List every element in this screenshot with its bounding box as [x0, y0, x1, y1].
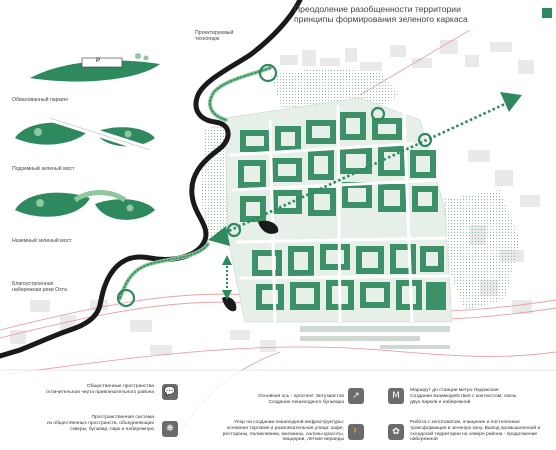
leaf-icon: ✿	[388, 424, 404, 440]
legend-river-work: Работа с зелотоватом, очищение и постепе…	[410, 420, 541, 443]
south-strip-buildings	[300, 326, 450, 349]
title-line-1: Преодоление разобщенности территории	[294, 4, 461, 14]
vignette-surface-bridge	[15, 190, 155, 220]
main-axis-arrow	[208, 92, 522, 246]
river-okhta	[0, 0, 303, 359]
district-streets	[229, 104, 451, 323]
vignette-parking	[30, 53, 160, 82]
title-color-badge	[542, 8, 552, 18]
district-courtyards	[244, 118, 438, 304]
node-rings	[116, 63, 433, 308]
legend-main-axis: Основная ось - проспект Энтузиастов Созд…	[257, 394, 344, 405]
district-buildings	[238, 112, 446, 310]
vertical-link-arrow	[222, 255, 232, 300]
black-pond-2	[222, 296, 237, 312]
metro-icon: M	[388, 388, 404, 404]
embankment-dotted-line	[119, 67, 271, 299]
label-parking: Обвалованный паркинг	[12, 97, 69, 103]
label-technopark: Проектируемый технопарк	[195, 30, 234, 42]
diagonal-arrow-icon: ↗	[348, 388, 364, 404]
legend-spatial-system: Пространственная система из общественных…	[47, 415, 154, 432]
vignette-underground-bridge	[15, 114, 155, 154]
label-surface-bridge: Наземный зеленый мост	[12, 238, 72, 244]
page-title: Преодоление разобщенности территории при…	[294, 4, 540, 24]
legend-pedestrian-infra: Упор на создании пешеходной инфраструкту…	[222, 420, 344, 443]
speech-bubble-icon: 💬	[162, 384, 178, 400]
dotted-park-east	[440, 190, 520, 310]
black-pond-1	[258, 220, 279, 234]
legend-public-spaces: Общественные пространства отличительная …	[46, 384, 154, 395]
legend-metro-route: Маршрут до станции метро Ладожская Созда…	[410, 388, 517, 405]
label-embankment: Благоустроенная набережная реки Охта	[12, 281, 67, 293]
network-icon: ❋	[162, 421, 178, 437]
legend-background	[0, 370, 556, 450]
pedestrian-icon: 🚶	[348, 424, 364, 440]
label-underground-bridge: Подземный зеленый мост	[12, 166, 75, 172]
title-line-2: принципы формирования зеленого каркаса	[294, 14, 468, 24]
parking-sign: P	[96, 58, 101, 64]
